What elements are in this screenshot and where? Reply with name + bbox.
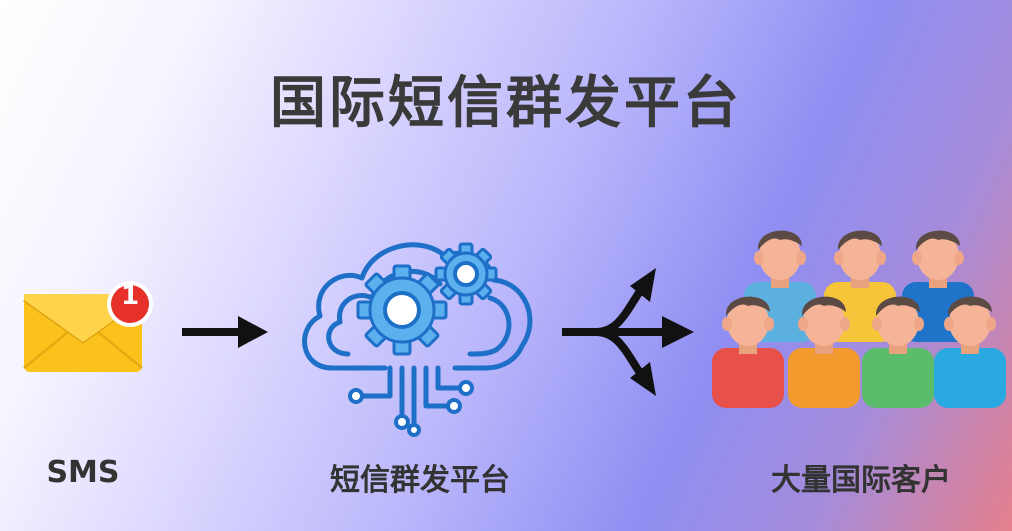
crowd-icon [712, 230, 1006, 408]
label-platform: 短信群发平台 [330, 463, 510, 498]
label-sms: SMS [46, 455, 120, 490]
label-customers: 大量国际客户 [771, 463, 951, 498]
cloud-gear-icon [302, 242, 533, 437]
page-title: 国际短信群发平台 [270, 71, 742, 136]
arrow-right-icon [182, 316, 268, 348]
split-arrow-icon [562, 268, 694, 396]
badge-count: 1 [120, 281, 140, 311]
notification-badge [107, 281, 153, 327]
